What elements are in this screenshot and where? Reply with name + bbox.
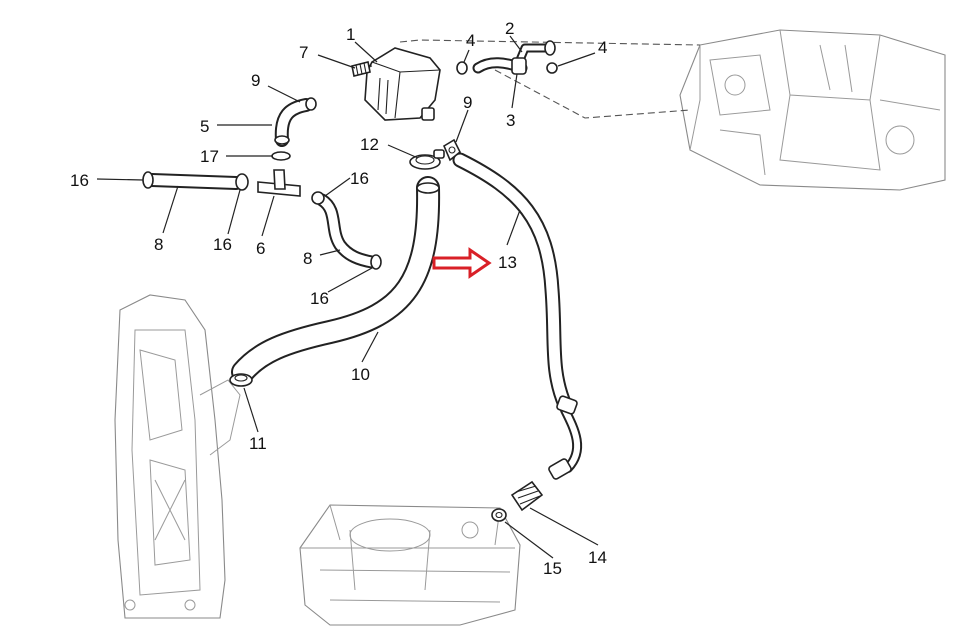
elbow-hose-5 [274,98,313,147]
clamp-9-left [305,97,317,111]
clamp-9-right [442,138,462,162]
callout-1: 1 [346,25,355,44]
hose-8-left [145,173,243,190]
clamp-4-right [546,62,558,74]
ring-17 [271,151,291,161]
hose-fitting-2-3 [472,40,556,75]
clamp-11 [229,373,253,387]
callout-13: 13 [498,253,517,272]
callout-4-right: 4 [598,38,607,57]
reference-dashed-lines [399,39,701,119]
hose-8-right [315,193,379,269]
callout-5: 5 [200,117,209,136]
callout-2: 2 [505,19,514,38]
callout-16-mid-left: 16 [213,235,232,254]
callout-16-lower-right: 16 [310,289,329,308]
clamp-12 [409,149,445,170]
hose-13 [452,152,583,480]
airbox-ghost [679,29,946,191]
clamp-16-lower-right [370,254,382,270]
callout-11: 11 [249,434,267,453]
callout-4-left: 4 [466,31,475,50]
crankcase-ghost [114,294,241,619]
callout-labels: 1 2 3 4 4 5 6 7 8 8 9 9 10 11 12 13 14 1… [70,19,607,578]
callout-9-right: 9 [463,93,472,112]
callout-7: 7 [299,43,308,62]
washer-15 [491,508,507,522]
callout-14: 14 [588,548,607,567]
clamp-16-far-left [142,171,154,189]
clamp-16-mid-left [235,173,249,191]
clamp-16-upper-right [311,191,325,205]
oil-sump-ghost [299,504,521,626]
leader-lines [96,35,599,559]
t-fitting-6 [257,169,301,197]
callout-8-left: 8 [154,235,163,254]
callout-8-right: 8 [303,249,312,268]
screw-7 [351,61,371,77]
clamp-4-left [456,61,468,75]
fitting-14 [510,480,544,512]
callout-6: 6 [256,239,265,258]
callout-10: 10 [351,365,370,384]
callout-16-far-left: 16 [70,171,89,190]
callout-16-upper-right: 16 [350,169,369,188]
callout-15: 15 [543,559,562,578]
callout-9-left: 9 [251,71,260,90]
highlight-arrow-13 [432,247,492,279]
hose-10 [231,176,441,384]
callout-12: 12 [360,135,379,154]
callout-3: 3 [506,111,515,130]
callout-17: 17 [200,147,219,166]
